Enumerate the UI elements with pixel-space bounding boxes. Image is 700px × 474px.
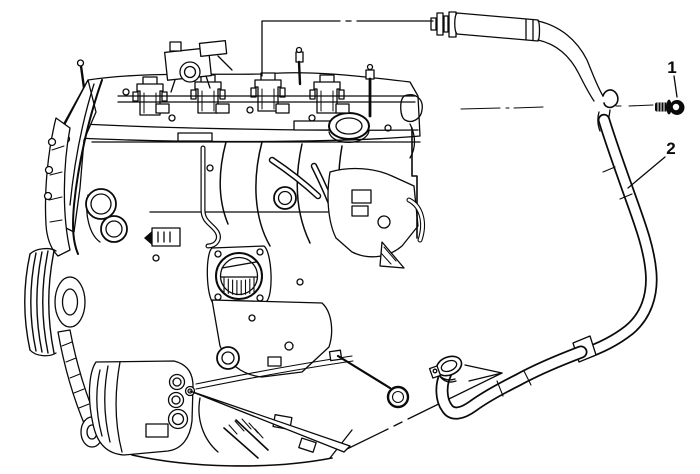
leader-wedge-engine — [189, 390, 351, 453]
alternator-bracket — [327, 127, 425, 269]
leader-dash-line — [346, 372, 503, 450]
oil-cap — [328, 112, 370, 144]
callout-2-label: 2 — [666, 139, 675, 158]
dipstick — [195, 349, 410, 409]
routing-leader — [189, 364, 503, 453]
callout-2: 2 — [627, 139, 676, 189]
hose-lower-run — [435, 345, 588, 420]
top-studs — [76, 46, 375, 118]
pcv-pipe — [200, 145, 221, 249]
crank-pulley — [24, 247, 86, 357]
bolt-axis-centerline — [460, 104, 654, 110]
lower-engine-details — [131, 397, 353, 467]
hose-sleeve — [454, 12, 541, 42]
exhaust-side — [43, 79, 97, 257]
cam-actuator — [164, 40, 233, 93]
vent-hoses — [268, 156, 340, 220]
heater-hose-assembly — [428, 11, 658, 420]
hose-upper-run — [576, 113, 658, 361]
formed-pipe — [537, 20, 604, 102]
callout-1: 1 — [667, 58, 678, 98]
hose-end-fitting — [428, 355, 463, 383]
map-sensor — [144, 227, 181, 247]
fuel-rail — [91, 95, 421, 143]
mount-plate — [211, 299, 333, 378]
quick-connect-fitting — [430, 11, 457, 38]
water-outlet — [85, 188, 128, 243]
engine-illustration — [24, 40, 425, 467]
callout-1-leader — [673, 75, 678, 98]
timing-cover-edge — [72, 79, 103, 255]
ac-compressor — [88, 360, 196, 456]
leader-wedge-hose — [464, 364, 503, 382]
timing-cover-edge-inner — [69, 83, 95, 206]
callout-2-leader — [627, 156, 666, 189]
callout-1-label: 1 — [667, 58, 676, 77]
pipe-location-leader — [261, 20, 434, 77]
throttle-body — [206, 245, 272, 305]
bracket-bolt — [655, 99, 685, 115]
bolt-heads — [122, 88, 392, 286]
